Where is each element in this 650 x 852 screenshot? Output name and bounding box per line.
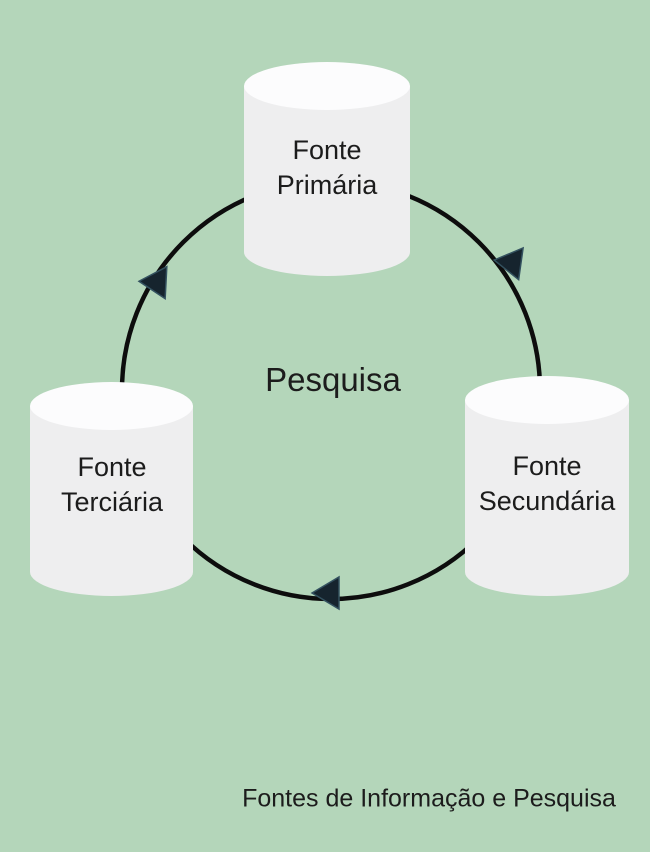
- label-fonte-primaria: Fonte Primária: [276, 135, 378, 200]
- cylinder-fonte-terciaria: [30, 382, 193, 596]
- arrowhead-top-left-icon: [137, 265, 168, 301]
- cylinder-top: [30, 382, 193, 430]
- cylinder-top: [244, 62, 410, 110]
- label-fonte-terciaria: Fonte Terciária: [60, 452, 164, 517]
- label-fonte-secundaria: Fonte Secundária: [478, 451, 616, 516]
- cylinder-body: [30, 406, 193, 596]
- diagram-caption: Fontes de Informação e Pesquisa: [242, 784, 616, 813]
- cylinder-top: [465, 376, 629, 424]
- arrowhead-bottom-icon: [310, 575, 340, 611]
- cylinder-fonte-primaria: [244, 62, 410, 276]
- arrowhead-top-right-icon: [492, 246, 525, 282]
- cylinder-body: [465, 400, 629, 596]
- cylinder-fonte-secundaria: [465, 376, 629, 596]
- center-label: Pesquisa: [265, 361, 401, 398]
- cylinder-body: [244, 86, 410, 276]
